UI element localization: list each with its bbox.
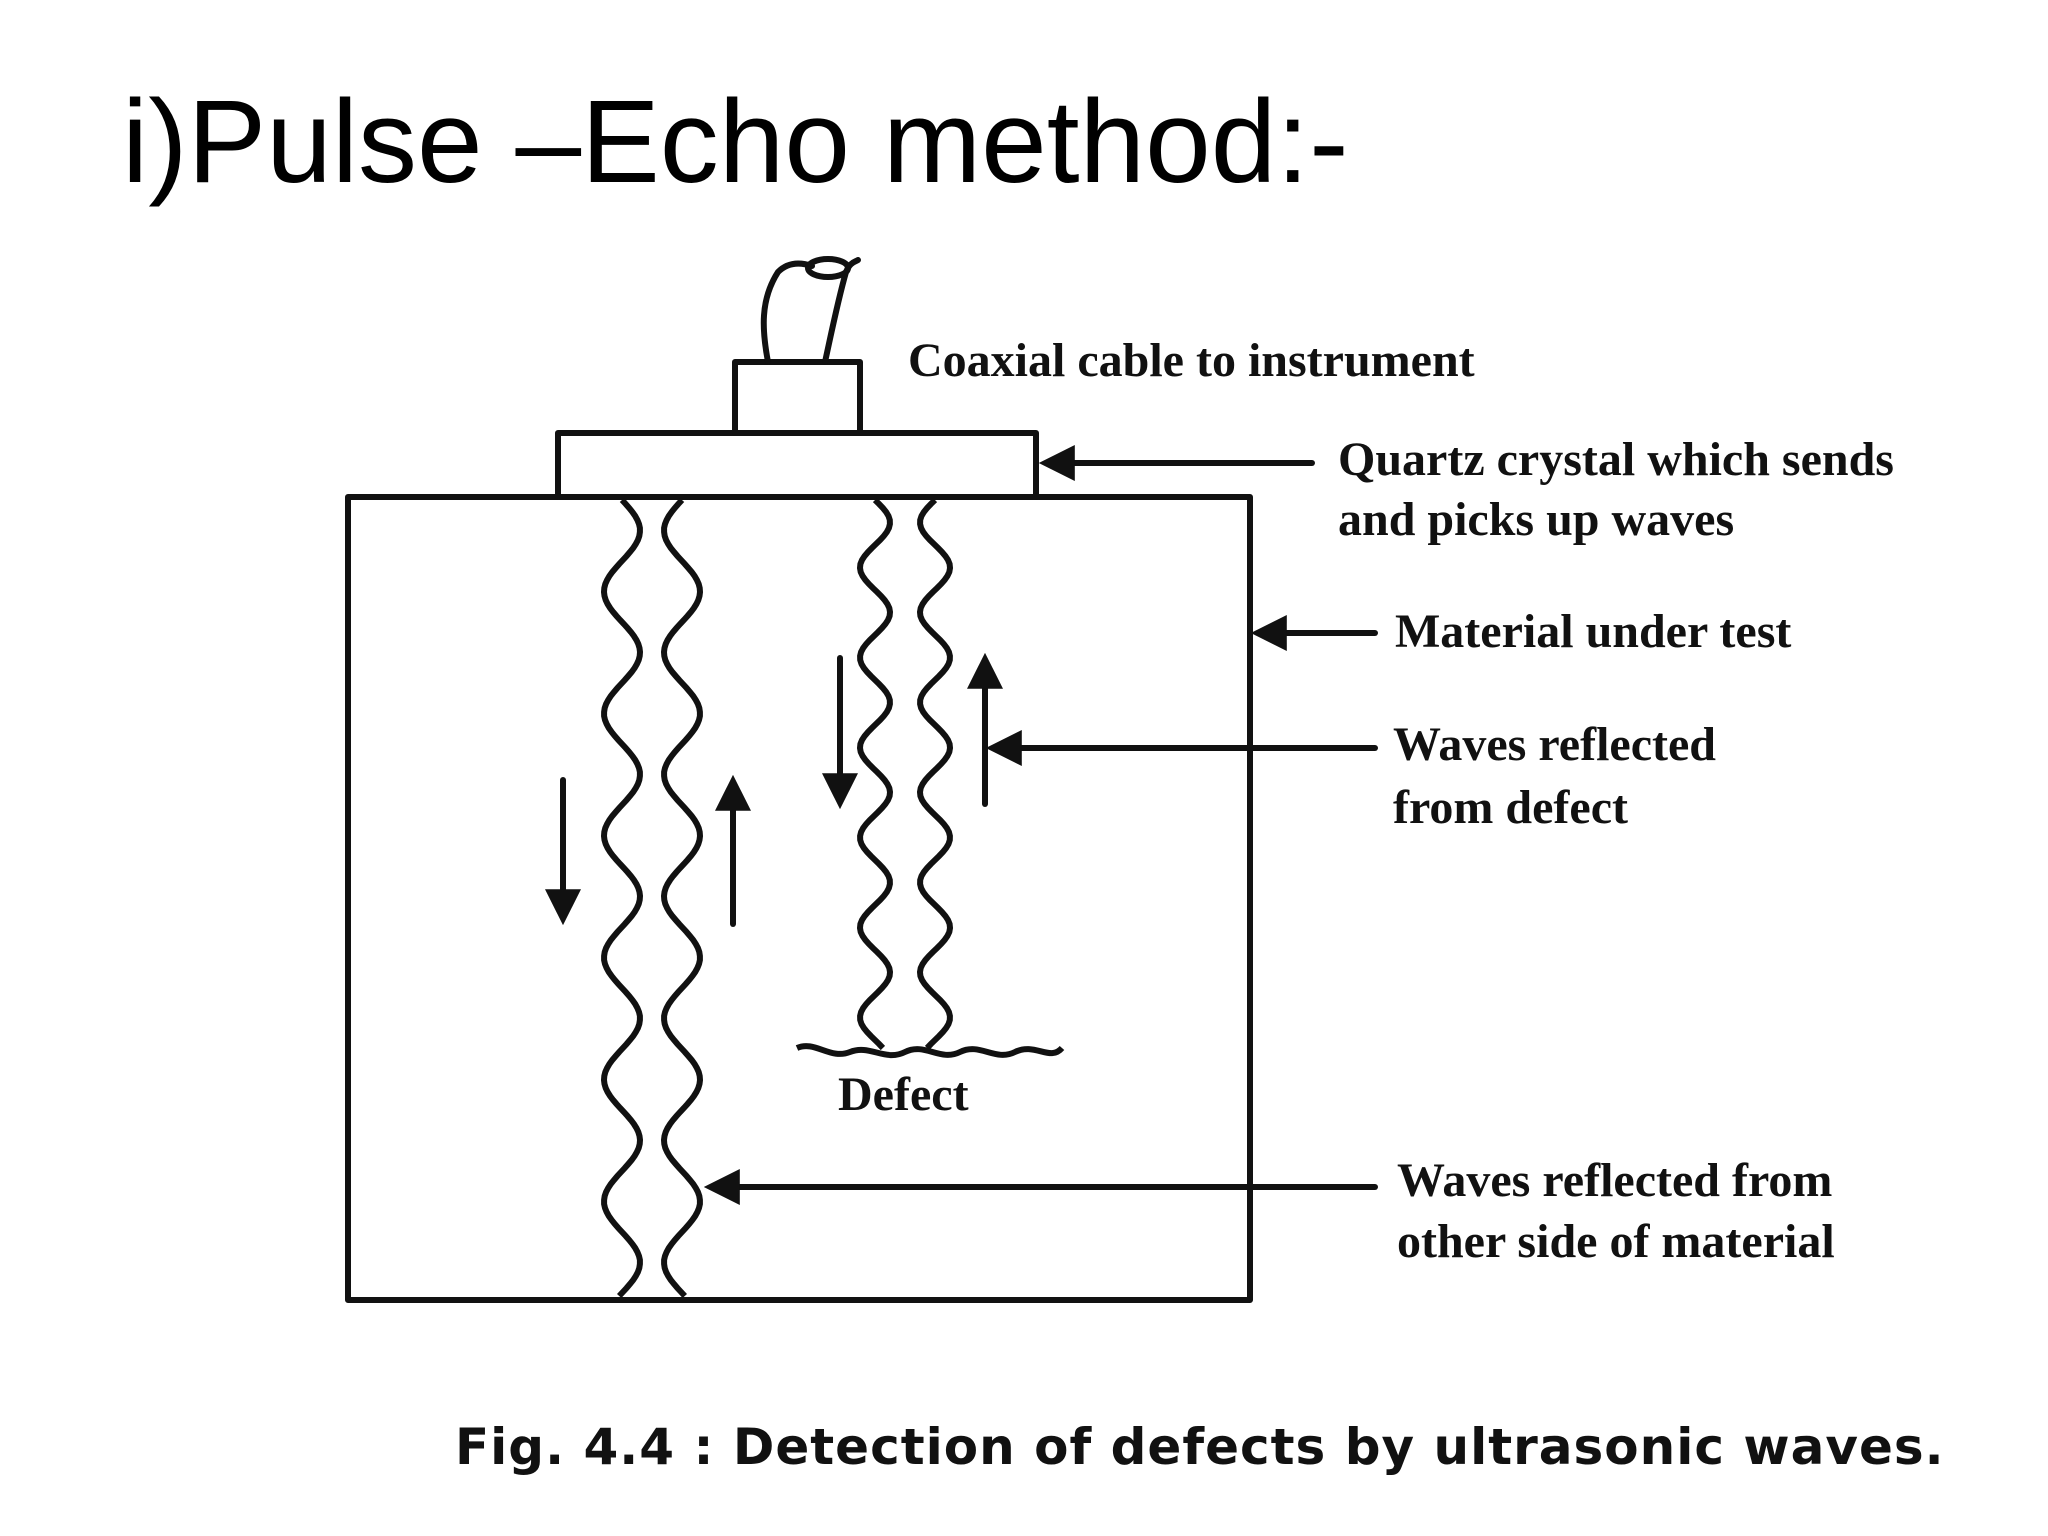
label-other-side-line2: other side of material	[1397, 1215, 1835, 1268]
label-other-side-line1: Waves reflected from	[1397, 1154, 1832, 1207]
figure-caption: Fig. 4.4 : Detection of defects by ultra…	[455, 1418, 1945, 1476]
quartz-crystal	[555, 430, 1039, 500]
label-defect-waves-line2: from defect	[1393, 781, 1628, 834]
label-quartz-line1: Quartz crystal which sends	[1338, 433, 1894, 486]
label-defect: Defect	[838, 1068, 969, 1121]
wave-defect-left	[856, 497, 894, 1051]
slide-title: i)Pulse –Echo method:-	[122, 76, 1349, 208]
wave-left-inner	[660, 497, 704, 1299]
wave-defect-right	[916, 497, 954, 1051]
label-material: Material under test	[1395, 605, 1791, 658]
label-coaxial-cable: Coaxial cable to instrument	[908, 334, 1475, 387]
material-block	[345, 494, 1253, 1303]
wave-left-outer	[600, 497, 644, 1299]
label-defect-waves-line1: Waves reflected	[1393, 718, 1716, 771]
coaxial-cable	[760, 256, 861, 365]
defect-line	[795, 1043, 1065, 1059]
cable-connector	[732, 359, 863, 436]
label-quartz-line2: and picks up waves	[1338, 493, 1734, 546]
